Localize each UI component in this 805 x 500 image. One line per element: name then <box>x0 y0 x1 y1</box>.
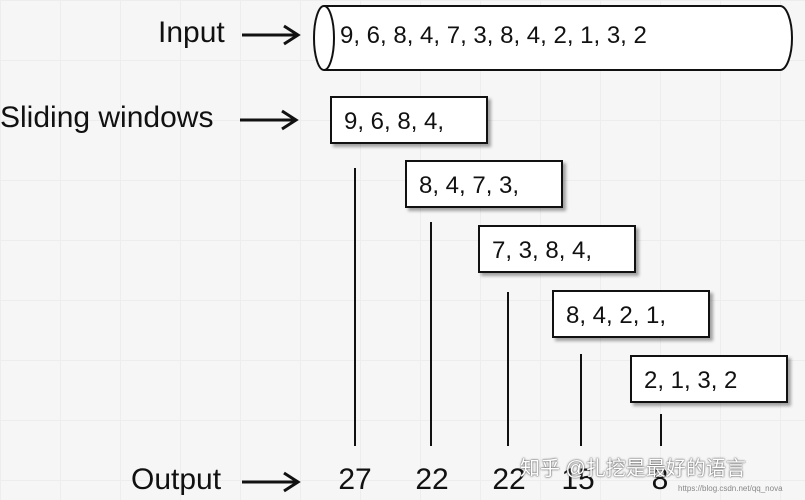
window-5: 2, 1, 3, 2 <box>630 355 788 403</box>
windows-arrow-icon <box>240 109 299 131</box>
output-value: 15 <box>561 463 595 496</box>
window-1: 9, 6, 8, 4, <box>330 96 488 144</box>
output-value: 8 <box>651 463 669 496</box>
output-label: Output <box>131 463 222 496</box>
sliding-windows-label: Sliding windows <box>0 101 214 134</box>
window-5-line <box>660 414 662 446</box>
output-value: 22 <box>415 463 449 496</box>
input-label: Input <box>158 16 225 49</box>
input-arrow-icon <box>242 24 301 46</box>
output-arrow-icon <box>242 471 301 493</box>
watermark: 知乎 @扎挖是最好的语言 <box>520 458 746 480</box>
output-value: 27 <box>338 463 372 496</box>
input-cylinder <box>313 5 793 71</box>
window-1-line <box>354 168 356 446</box>
input-sequence: 9, 6, 8, 4, 7, 3, 8, 4, 2, 1, 3, 2 <box>340 22 647 49</box>
window-2-line <box>430 222 432 446</box>
window-3: 7, 3, 8, 4, <box>478 225 636 273</box>
small-watermark: https://blog.csdn.net/qq_nova <box>678 484 783 493</box>
window-3-line <box>507 292 509 446</box>
window-4-line <box>580 354 582 446</box>
window-2: 8, 4, 7, 3, <box>405 160 563 208</box>
window-4: 8, 4, 2, 1, <box>552 290 710 338</box>
output-value: 22 <box>492 463 526 496</box>
